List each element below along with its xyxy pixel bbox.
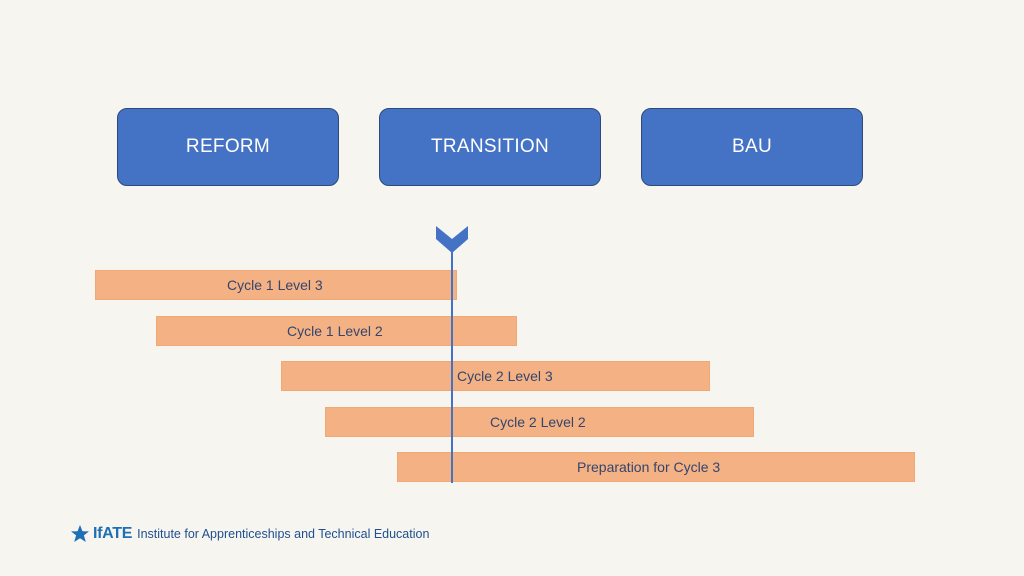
timeline-bar-cycle1-level2: Cycle 1 Level 2 xyxy=(156,316,517,346)
logo-org-name: Institute for Apprenticeships and Techni… xyxy=(137,527,430,541)
phase-label: TRANSITION xyxy=(430,136,550,157)
timeline-bar-cycle2-level2: Cycle 2 Level 2 xyxy=(325,407,754,437)
star-icon xyxy=(71,525,89,542)
phase-box-transition: TRANSITION xyxy=(379,108,601,186)
phase-box-bau: BAU xyxy=(641,108,863,186)
phase-label: REFORM xyxy=(185,136,271,157)
chevron-down-icon xyxy=(436,226,468,253)
bar-label: Cycle 2 Level 2 xyxy=(490,414,586,430)
phase-box-reform: REFORM xyxy=(117,108,339,186)
phase-label: BAU xyxy=(732,136,772,157)
bar-label: Preparation for Cycle 3 xyxy=(577,459,721,475)
timeline-bar-preparation-cycle3: Preparation for Cycle 3 xyxy=(397,452,915,482)
ifate-logo: IfATE Institute for Apprenticeships and … xyxy=(70,524,429,544)
logo-brand: IfATE xyxy=(93,525,133,542)
timeline-bar-cycle1-level3: Cycle 1 Level 3 xyxy=(95,270,457,300)
bar-label: Cycle 2 Level 3 xyxy=(457,368,553,384)
bar-label: Cycle 1 Level 3 xyxy=(227,277,323,293)
timeline-bar-cycle2-level3: Cycle 2 Level 3 xyxy=(281,361,710,391)
current-position-line xyxy=(451,240,453,483)
bar-label: Cycle 1 Level 2 xyxy=(287,323,383,339)
